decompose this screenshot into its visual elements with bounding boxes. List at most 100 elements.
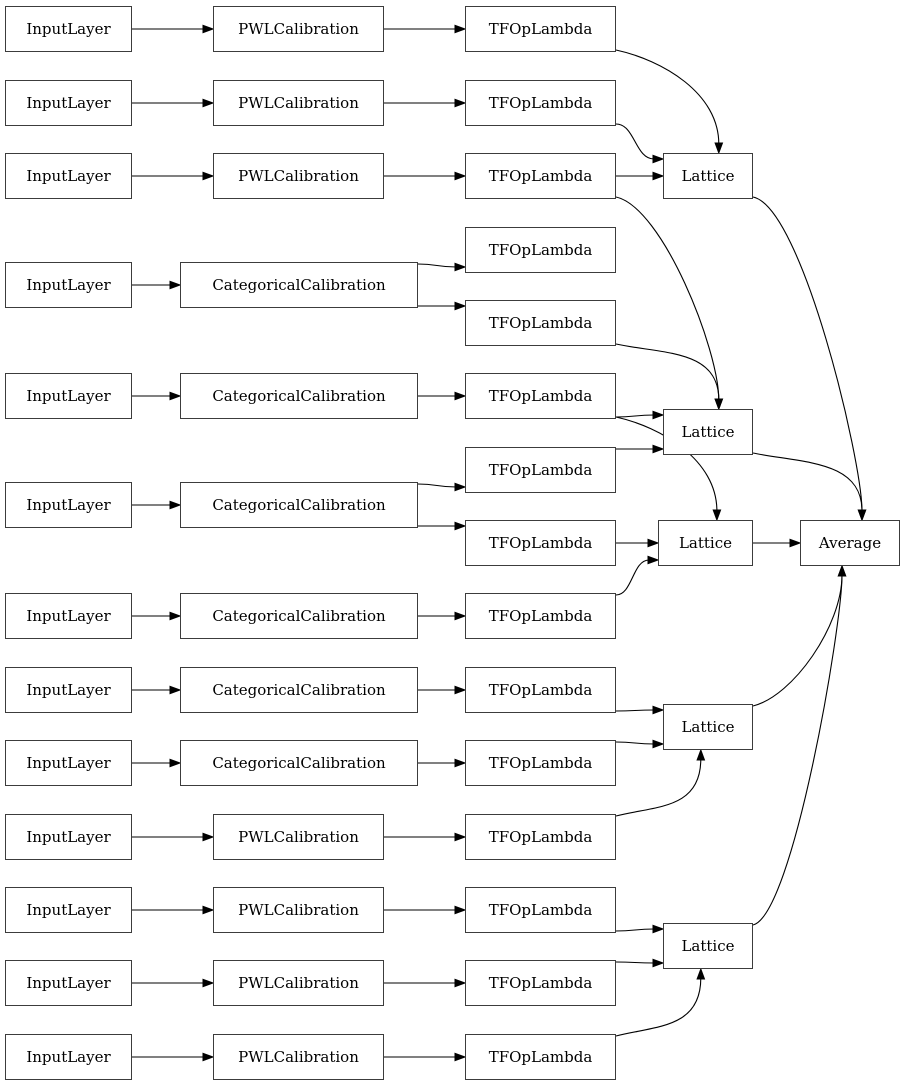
arrowhead-in7-to-cal7: [169, 611, 182, 621]
arrowhead-lat5-to-avg: [837, 564, 847, 577]
graph-node-in9[interactable]: InputLayer: [5, 740, 132, 786]
graph-node-lam1[interactable]: TFOpLambda: [465, 6, 616, 52]
graph-node-lam12[interactable]: TFOpLambda: [465, 814, 616, 860]
arrowhead-lam6-to-lat3: [712, 509, 722, 522]
graph-node-cal3[interactable]: PWLCalibration: [213, 153, 384, 199]
edge-lat4-to-avg: [752, 574, 843, 707]
arrowhead-in5-to-cal5: [169, 391, 182, 401]
graph-node-cal9[interactable]: CategoricalCalibration: [180, 740, 418, 786]
graph-node-in1[interactable]: InputLayer: [5, 6, 132, 52]
arrowhead-lam15-to-lat5: [696, 967, 706, 980]
graph-node-lam9[interactable]: TFOpLambda: [465, 593, 616, 639]
graph-node-cal5[interactable]: CategoricalCalibration: [180, 373, 418, 419]
graph-node-lam2[interactable]: TFOpLambda: [465, 80, 616, 126]
edge-lam11-to-lat4: [615, 741, 655, 745]
graph-node-in7[interactable]: InputLayer: [5, 593, 132, 639]
graph-node-cal10[interactable]: PWLCalibration: [213, 814, 384, 860]
graph-node-cal12[interactable]: PWLCalibration: [213, 960, 384, 1006]
arrowhead-cal4-to-lam5: [454, 301, 467, 311]
graph-node-in4[interactable]: InputLayer: [5, 262, 132, 308]
graph-node-lam13[interactable]: TFOpLambda: [465, 887, 616, 933]
graph-node-in8[interactable]: InputLayer: [5, 667, 132, 713]
arrowhead-lam12-to-lat4: [696, 748, 706, 761]
graph-node-lam6[interactable]: TFOpLambda: [465, 373, 616, 419]
arrowhead-cal7-to-lam9: [454, 611, 467, 621]
edge-lam12-to-lat4: [615, 758, 702, 817]
edge-lat5-to-avg: [752, 574, 843, 926]
graph-node-cal11[interactable]: PWLCalibration: [213, 887, 384, 933]
arrowhead-cal12-to-lam14: [454, 978, 467, 988]
arrowhead-lat2-to-avg: [857, 509, 867, 522]
arrowhead-in13-to-cal13: [202, 1052, 215, 1062]
graph-node-lam3[interactable]: TFOpLambda: [465, 153, 616, 199]
graph-node-lam7[interactable]: TFOpLambda: [465, 447, 616, 493]
graph-node-avg[interactable]: Average: [800, 520, 900, 566]
graph-node-cal4[interactable]: CategoricalCalibration: [180, 262, 418, 308]
arrowhead-in10-to-cal10: [202, 832, 215, 842]
arrowhead-lam1-to-lat1: [714, 142, 724, 155]
graph-node-cal2[interactable]: PWLCalibration: [213, 80, 384, 126]
graph-node-lam5[interactable]: TFOpLambda: [465, 300, 616, 346]
graph-node-in6[interactable]: InputLayer: [5, 482, 132, 528]
arrowhead-cal6-to-lam7: [454, 482, 467, 492]
graph-node-lam8[interactable]: TFOpLambda: [465, 520, 616, 566]
graph-node-lat2[interactable]: Lattice: [663, 409, 753, 455]
graph-node-lam14[interactable]: TFOpLambda: [465, 960, 616, 1006]
graph-node-lat5[interactable]: Lattice: [663, 923, 753, 969]
arrowhead-lam5-to-lat2: [714, 398, 724, 411]
graph-node-in13[interactable]: InputLayer: [5, 1034, 132, 1080]
edge-lam14-to-lat5: [615, 961, 655, 964]
arrowhead-cal10-to-lam12: [454, 832, 467, 842]
graph-node-lam4[interactable]: TFOpLambda: [465, 227, 616, 273]
arrowhead-lam6-to-lat2: [652, 410, 665, 420]
arrowhead-lam14-to-lat5: [652, 958, 665, 968]
arrowhead-cal8-to-lam10: [454, 685, 467, 695]
edge-lam2-to-lat1: [615, 123, 655, 160]
arrowhead-in1-to-cal1: [202, 24, 215, 34]
arrowhead-cal3-to-lam3: [454, 171, 467, 181]
graph-node-in5[interactable]: InputLayer: [5, 373, 132, 419]
graph-node-lam11[interactable]: TFOpLambda: [465, 740, 616, 786]
graph-node-in3[interactable]: InputLayer: [5, 153, 132, 199]
edge-cal4-to-lam4: [417, 263, 457, 268]
graph-node-in12[interactable]: InputLayer: [5, 960, 132, 1006]
graph-node-lat4[interactable]: Lattice: [663, 704, 753, 750]
arrowhead-lam3-to-lat1: [652, 171, 665, 181]
edge-lam6-to-lat2: [615, 414, 655, 418]
graph-node-cal6[interactable]: CategoricalCalibration: [180, 482, 418, 528]
arrowhead-in11-to-cal11: [202, 905, 215, 915]
graph-node-lat1[interactable]: Lattice: [663, 153, 753, 199]
arrowhead-cal5-to-lam6: [454, 391, 467, 401]
arrowhead-lat1-to-avg: [857, 509, 867, 522]
graph-node-cal7[interactable]: CategoricalCalibration: [180, 593, 418, 639]
graph-node-lam15[interactable]: TFOpLambda: [465, 1034, 616, 1080]
arrowhead-lam13-to-lat5: [652, 924, 665, 934]
arrowhead-cal13-to-lam15: [454, 1052, 467, 1062]
graph-node-in10[interactable]: InputLayer: [5, 814, 132, 860]
arrowhead-cal11-to-lam13: [454, 905, 467, 915]
graph-node-cal1[interactable]: PWLCalibration: [213, 6, 384, 52]
arrowhead-in6-to-cal6: [169, 500, 182, 510]
arrowhead-cal9-to-lam11: [454, 758, 467, 768]
arrowhead-cal1-to-lam1: [454, 24, 467, 34]
graph-node-lat3[interactable]: Lattice: [658, 520, 753, 566]
edge-cal6-to-lam7: [417, 483, 457, 488]
arrowhead-in3-to-cal3: [202, 171, 215, 181]
graph-node-in11[interactable]: InputLayer: [5, 887, 132, 933]
arrowhead-lam8-to-lat3: [647, 538, 660, 548]
graph-node-in2[interactable]: InputLayer: [5, 80, 132, 126]
graph-node-cal8[interactable]: CategoricalCalibration: [180, 667, 418, 713]
graph-node-cal13[interactable]: PWLCalibration: [213, 1034, 384, 1080]
edge-lam10-to-lat4: [615, 709, 655, 712]
arrowhead-lam9-to-lat3: [647, 555, 660, 565]
arrowhead-cal4-to-lam4: [454, 262, 467, 272]
arrowhead-lam7-to-lat2: [652, 444, 665, 454]
graph-node-lam10[interactable]: TFOpLambda: [465, 667, 616, 713]
edge-lam9-to-lat3: [615, 559, 650, 596]
arrowhead-cal6-to-lam8: [454, 521, 467, 531]
arrowhead-in12-to-cal12: [202, 978, 215, 988]
arrowhead-cal2-to-lam2: [454, 98, 467, 108]
arrowhead-in2-to-cal2: [202, 98, 215, 108]
arrowhead-lat3-to-avg: [789, 538, 802, 548]
